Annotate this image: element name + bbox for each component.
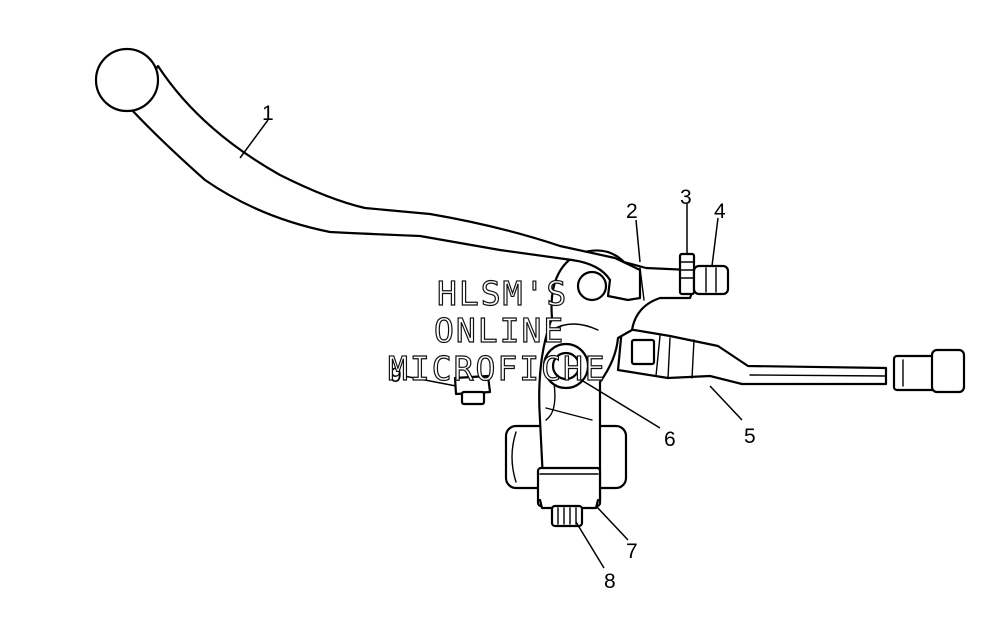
callout-6: 6 bbox=[664, 428, 676, 451]
callout-3: 3 bbox=[680, 186, 692, 209]
clutch-lever bbox=[94, 47, 642, 302]
pivot-bolt bbox=[542, 342, 590, 390]
callout-1: 1 bbox=[262, 102, 274, 125]
clutch-cable bbox=[616, 326, 966, 394]
callout-labels: 1 2 3 4 5 6 7 8 9 bbox=[262, 102, 756, 593]
leader-lines bbox=[239, 119, 743, 569]
cable-adjuster bbox=[678, 252, 730, 296]
callout-5: 5 bbox=[744, 425, 756, 448]
watermark-line-2: ONLINE bbox=[434, 311, 565, 350]
lower-clamp bbox=[536, 466, 602, 510]
watermark-line-3: MICROFICHE bbox=[388, 349, 607, 388]
callout-9: 9 bbox=[390, 364, 402, 387]
callout-8: 8 bbox=[604, 570, 616, 593]
clamp-bolt bbox=[550, 504, 584, 528]
lock-nut bbox=[453, 374, 492, 406]
callout-4: 4 bbox=[714, 200, 726, 223]
callout-7: 7 bbox=[626, 540, 638, 563]
watermark: HLSM'S ONLINE MICROFICHE bbox=[387, 273, 607, 388]
callout-2: 2 bbox=[626, 200, 638, 223]
watermark-line-1: HLSM'S bbox=[437, 274, 568, 313]
